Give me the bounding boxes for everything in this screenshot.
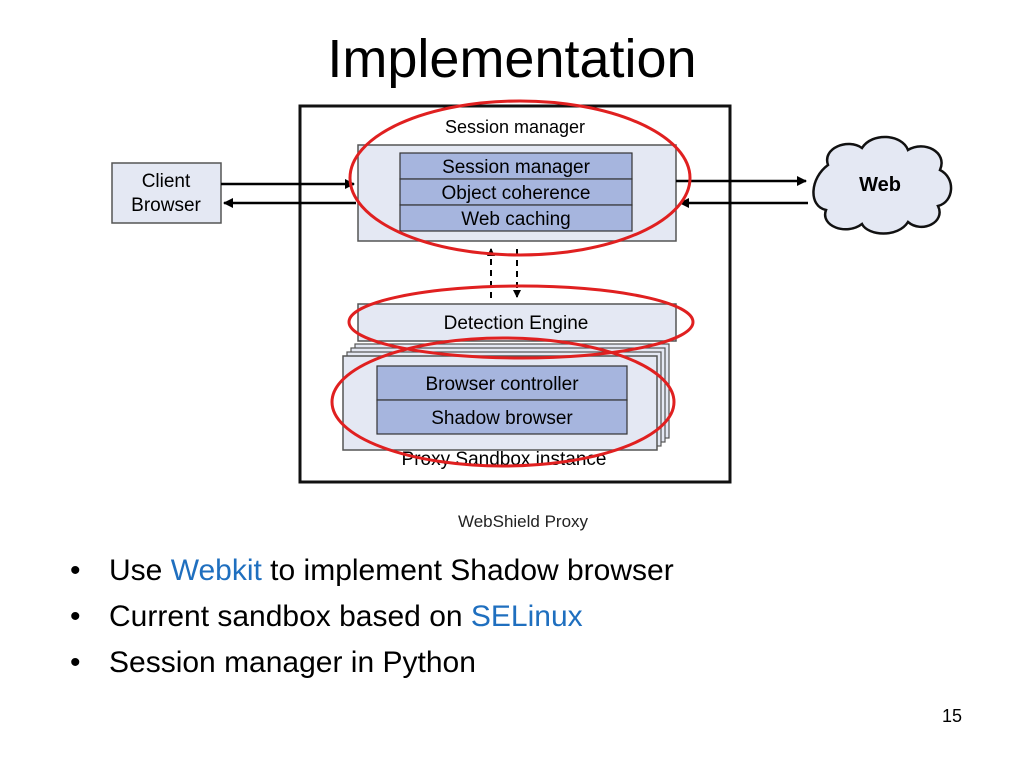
client-label-line2: Browser <box>131 195 201 216</box>
client-label-line1: Client <box>142 171 191 192</box>
proxy-caption: WebShield Proxy <box>458 512 589 531</box>
session-manager-layer <box>399 152 633 180</box>
client-browser-box <box>111 162 222 224</box>
sandbox-highlight-ellipse <box>330 336 676 468</box>
shadow-browser-label: Shadow browser <box>431 408 573 429</box>
web-caching-layer <box>399 204 633 232</box>
bullet-highlight: SELinux <box>470 600 583 633</box>
detection-engine-box <box>357 303 677 342</box>
proxy-top-label: Session manager <box>445 117 585 137</box>
web-label: Web <box>859 174 901 196</box>
bullet-text: to implement Shadow browser <box>261 554 674 587</box>
object-coherence-layer <box>399 178 633 206</box>
bullet-text: Use <box>109 554 171 587</box>
detection-engine-label: Detection Engine <box>444 313 589 334</box>
bullet-item: • Use Webkit to implement Shadow browser <box>70 548 674 594</box>
object-coherence-layer-label: Object coherence <box>442 183 591 204</box>
session-highlight-ellipse <box>348 99 692 257</box>
bullet-item: • Session manager in Python <box>70 640 674 686</box>
browser-controller-layer <box>376 365 628 401</box>
shadow-browser-layer <box>376 399 628 435</box>
bullet-highlight: Webkit <box>170 554 262 587</box>
bullet-text: Current sandbox based on <box>109 600 471 633</box>
detection-highlight-ellipse <box>347 284 695 360</box>
bullet-icon: • <box>70 554 81 587</box>
web-caching-layer-label: Web caching <box>461 209 571 230</box>
bullet-item: • Current sandbox based on SELinux <box>70 594 674 640</box>
slide-title: Implementation <box>327 29 697 89</box>
page-number: 15 <box>941 706 962 726</box>
web-cloud <box>812 135 953 235</box>
bullet-icon: • <box>70 646 81 679</box>
browser-controller-label: Browser controller <box>425 374 579 395</box>
bullet-icon: • <box>70 600 81 633</box>
bullet-list: •Use Webkit to implement Shadow browser … <box>70 548 674 686</box>
bullet-text: Session manager in Python <box>109 646 476 679</box>
session-manager-layer-label: Session manager <box>442 157 591 178</box>
